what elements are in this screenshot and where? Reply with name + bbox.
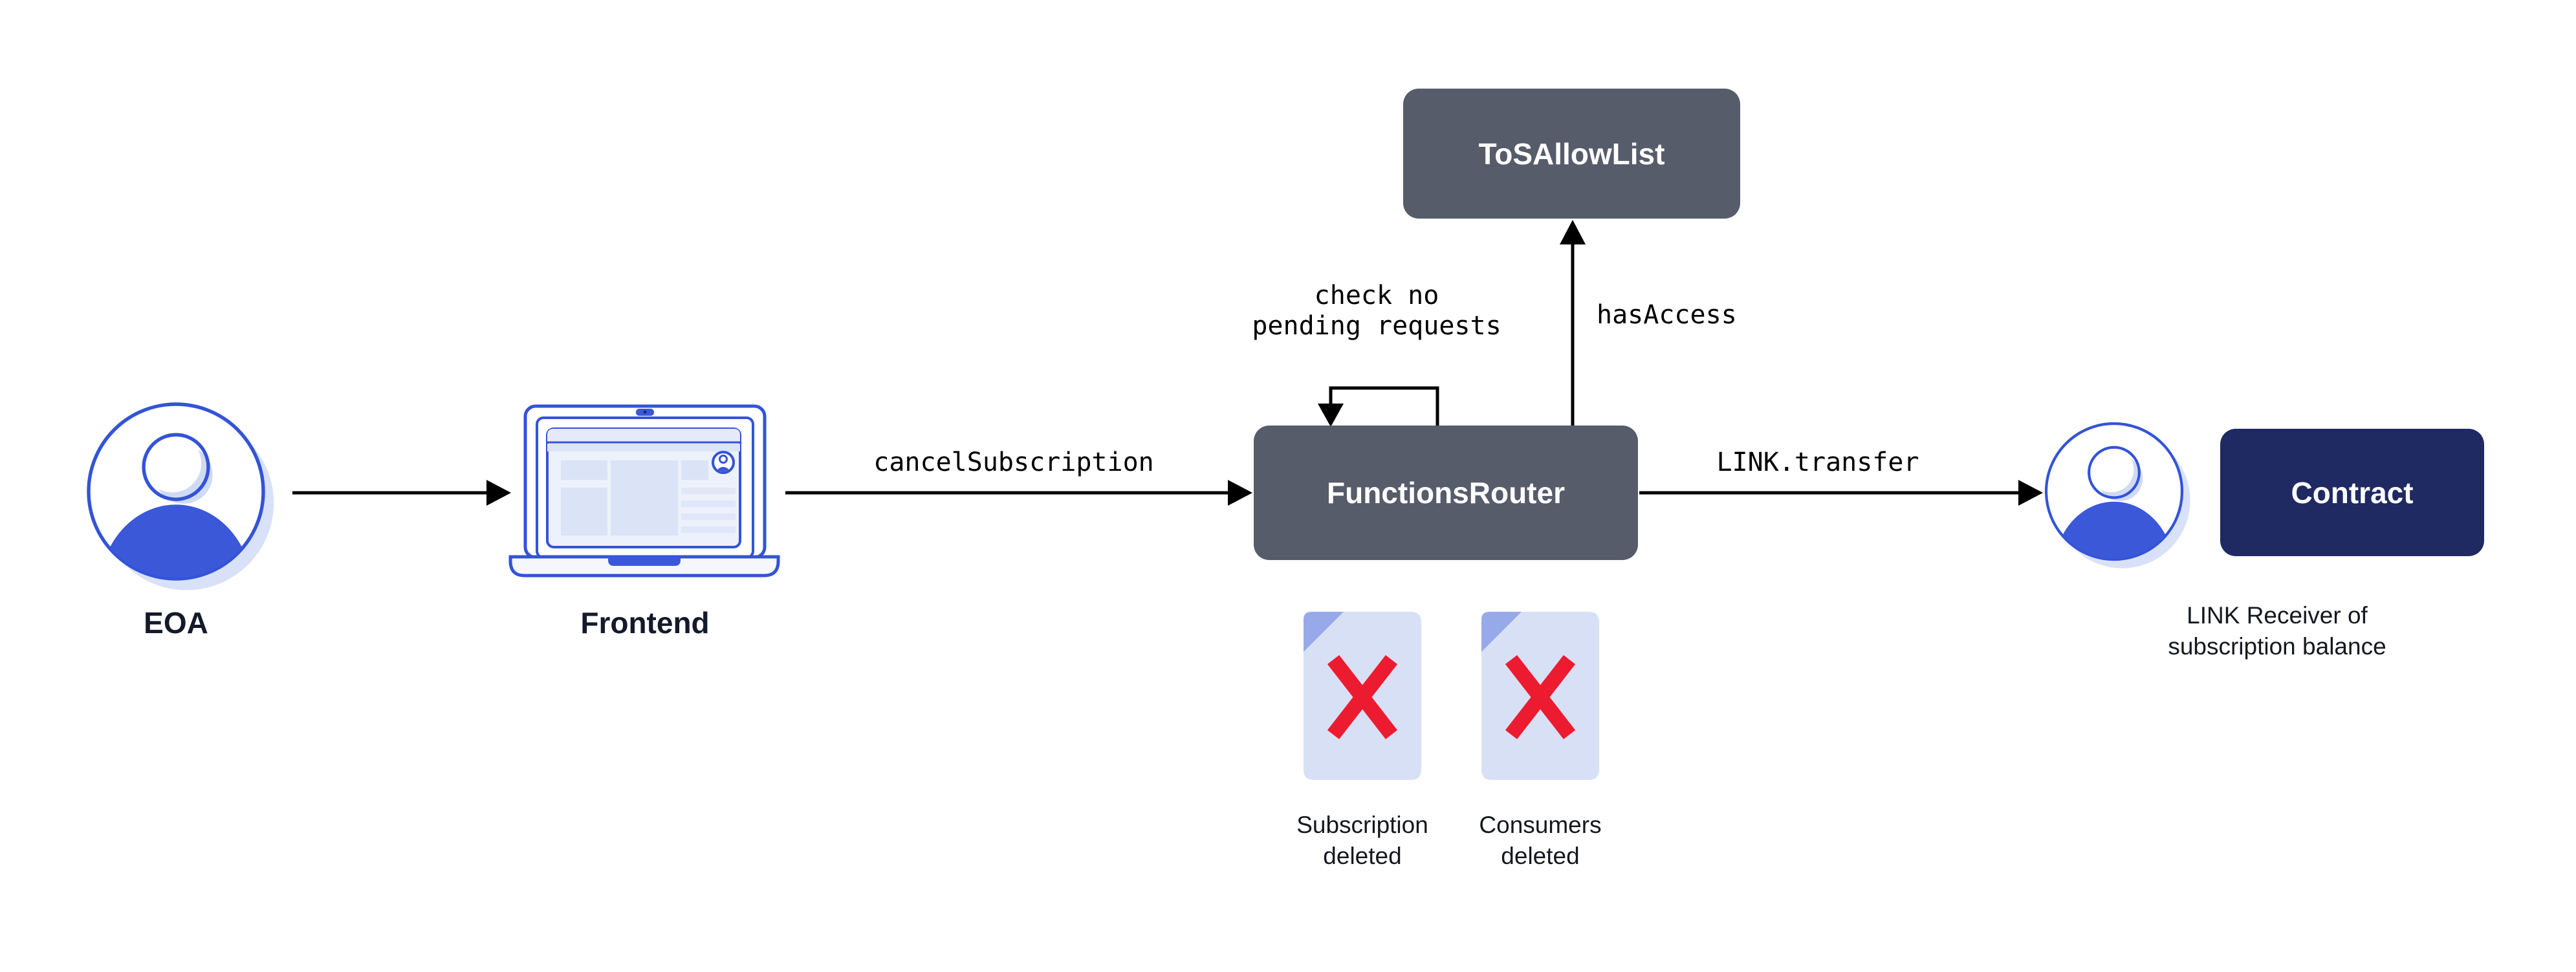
eoa-label: EOA bbox=[144, 606, 208, 640]
edge-label-link-transfer: LINK.transfer bbox=[1716, 448, 1919, 477]
edge-label-check-pending: check no pending requests bbox=[1252, 281, 1501, 341]
arrow-check-pending-loop bbox=[1318, 386, 1439, 427]
browser-user-avatar-icon bbox=[712, 451, 735, 474]
functions-router-label: FunctionsRouter bbox=[1327, 476, 1565, 510]
link-receiver-caption: LINK Receiver of subscription balance bbox=[2168, 602, 2386, 660]
tos-allow-list-label: ToSAllowList bbox=[1478, 136, 1665, 171]
arrow-cancel-subscription bbox=[785, 480, 1252, 506]
tos-allow-list-node: ToSAllowList bbox=[1403, 89, 1740, 219]
functions-router-node: FunctionsRouter bbox=[1254, 426, 1638, 560]
consumers-deleted-caption: Consumers deleted bbox=[1479, 812, 1602, 869]
frontend-label: Frontend bbox=[580, 606, 710, 640]
subscription-deleted-document-icon bbox=[1304, 612, 1421, 780]
edge-label-cancel-subscription: cancelSubscription bbox=[873, 448, 1154, 477]
consumers-deleted-document-icon bbox=[1481, 612, 1599, 780]
red-x-icon bbox=[1327, 654, 1398, 740]
arrow-link-transfer bbox=[1639, 480, 2043, 506]
arrow-eoa-to-frontend bbox=[292, 480, 511, 506]
edge-label-has-access: hasAccess bbox=[1597, 300, 1737, 330]
arrow-has-access bbox=[1560, 220, 1586, 426]
frontend-laptop-icon bbox=[508, 404, 780, 578]
red-x-icon bbox=[1505, 654, 1576, 740]
subscription-deleted-caption: Subscription deleted bbox=[1296, 812, 1428, 869]
contract-node: Contract bbox=[2220, 429, 2484, 556]
contract-label: Contract bbox=[2291, 475, 2414, 510]
